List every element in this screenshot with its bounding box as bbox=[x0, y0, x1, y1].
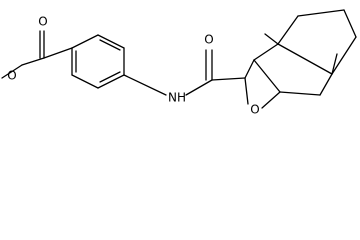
bicyclic-core bbox=[244, 9, 357, 109]
ring-oxygen-label: O bbox=[250, 103, 259, 117]
benzene-ring bbox=[71, 34, 125, 89]
amide-oxygen-label: O bbox=[204, 33, 213, 47]
carbonyl-oxygen-label: O bbox=[38, 15, 47, 29]
molecule-diagram: O O O NH O bbox=[1, 9, 357, 117]
methyl-ester bbox=[1, 30, 73, 79]
amide-linker bbox=[123, 49, 246, 96]
amide-nitrogen-label: NH bbox=[168, 91, 186, 105]
ester-oxygen-label: O bbox=[7, 69, 16, 83]
